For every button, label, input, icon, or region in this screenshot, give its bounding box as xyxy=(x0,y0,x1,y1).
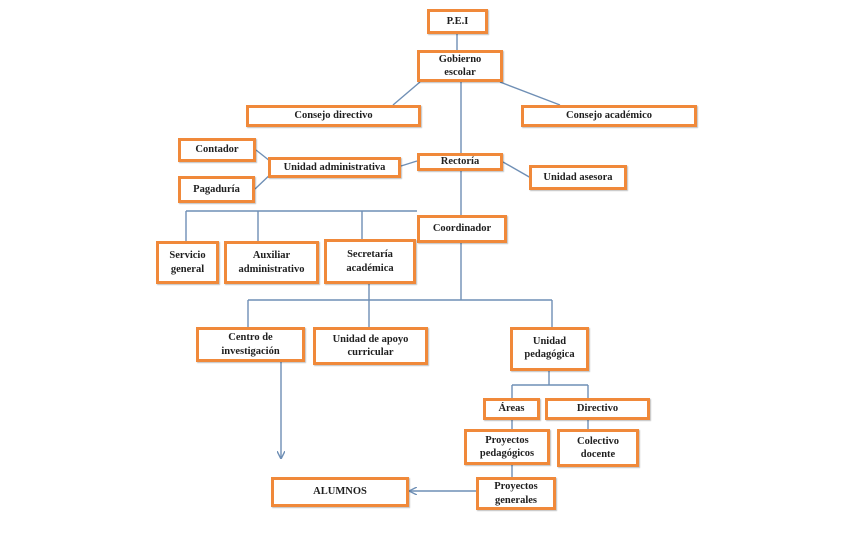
node-centro-investigacion: Centro de investigación xyxy=(196,327,305,362)
node-consejo-directivo: Consejo directivo xyxy=(246,105,421,127)
node-gobierno-escolar: Gobierno escolar xyxy=(417,50,503,82)
line-gobierno-consejo-academico xyxy=(499,81,561,106)
node-auxiliar-administrativo: Auxiliar administrativo xyxy=(224,241,319,284)
line-rectoria-unidad-administrativa xyxy=(400,160,418,167)
node-coordinador: Coordinador xyxy=(417,215,507,243)
node-areas: Áreas xyxy=(483,398,540,420)
node-unidad-apoyo-curricular: Unidad de apoyo curricular xyxy=(313,327,428,365)
node-pei: P.E.I xyxy=(427,9,488,34)
node-unidad-administrativa: Unidad administrativa xyxy=(268,157,401,178)
node-colectivo-docente: Colectivo docente xyxy=(557,429,639,467)
node-pagaduria: Pagaduría xyxy=(178,176,255,203)
node-directivo: Directivo xyxy=(545,398,650,420)
node-contador: Contador xyxy=(178,138,256,162)
node-servicio-general: Servicio general xyxy=(156,241,219,284)
line-gobierno-consejo-directivo xyxy=(392,81,421,106)
node-secretaria-academica: Secretaría académica xyxy=(324,239,416,284)
node-proyectos-pedagogicos: Proyectos pedagógicos xyxy=(464,429,550,465)
node-consejo-academico: Consejo académico xyxy=(521,105,697,127)
node-unidad-asesora: Unidad asesora xyxy=(529,165,627,190)
node-unidad-pedagogica: Unidad pedagógica xyxy=(510,327,589,371)
node-alumnos: ALUMNOS xyxy=(271,477,409,507)
line-rectoria-unidad-asesora xyxy=(502,161,532,179)
node-proyectos-generales: Proyectos generales xyxy=(476,477,556,510)
node-rectoria: Rectoría xyxy=(417,153,503,171)
